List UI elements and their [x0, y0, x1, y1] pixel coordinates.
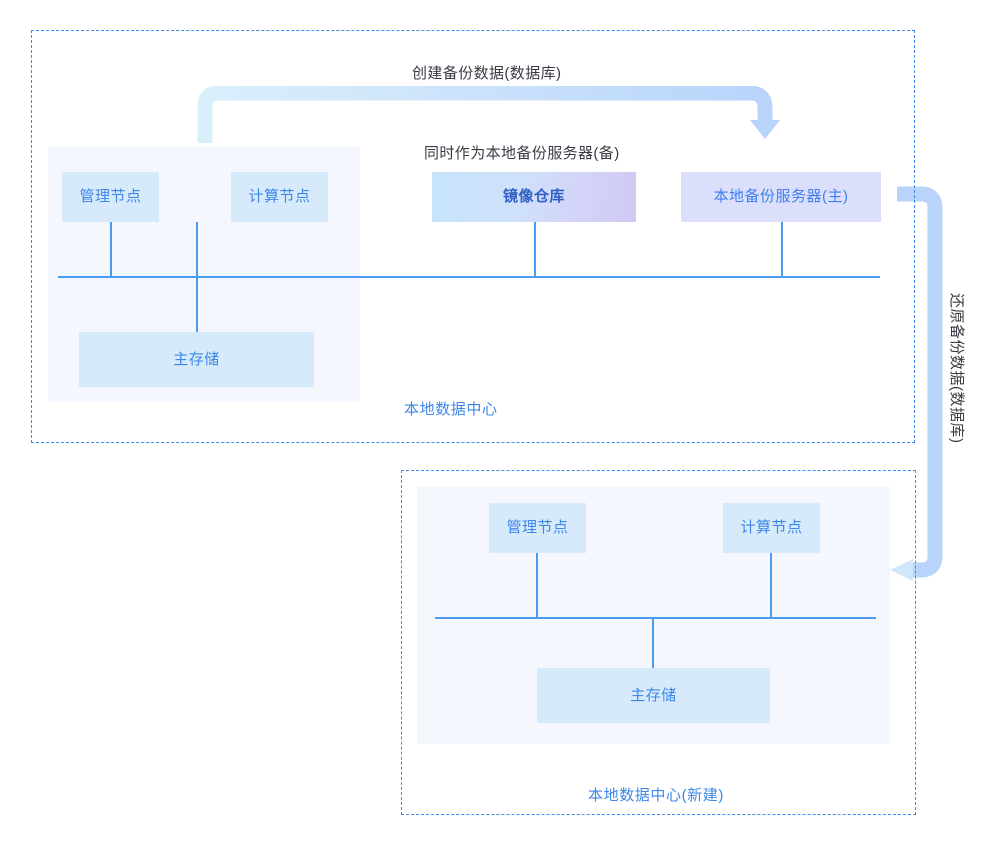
node-backup-server[interactable]: 本地备份服务器(主)	[681, 172, 881, 222]
drop-line-backup-server	[781, 222, 783, 277]
upper-bus-line	[58, 276, 880, 278]
node-primary-storage-new[interactable]: 主存储	[537, 668, 770, 723]
drop-line-mgmt-node	[110, 222, 112, 277]
node-label: 主存储	[173, 350, 220, 368]
node-label: 计算节点	[740, 519, 803, 536]
node-label: 本地备份服务器(主)	[713, 188, 849, 205]
zone-local-datacenter-new	[401, 470, 916, 815]
node-label: 镜像仓库	[502, 188, 565, 205]
restore-backup-label: 还原备份数据(数据库)	[947, 293, 968, 444]
zone-label-local-datacenter: 本地数据中心	[404, 398, 498, 419]
drop-line-mgmt-node-new	[536, 553, 538, 618]
zone-local-datacenter	[31, 30, 915, 443]
node-compute-node[interactable]: 计算节点	[231, 172, 328, 222]
secondary-backup-caption: 同时作为本地备份服务器(备)	[424, 142, 620, 163]
create-backup-caption: 创建备份数据(数据库)	[412, 62, 561, 83]
vertical-label-text: 还原备份数据(数据库)	[948, 293, 965, 444]
node-image-repo[interactable]: 镜像仓库	[432, 172, 636, 222]
node-label: 主存储	[630, 686, 677, 704]
caption-text: 创建备份数据(数据库)	[412, 65, 562, 82]
node-label: 管理节点	[79, 188, 142, 205]
caption-text: 同时作为本地备份服务器(备)	[424, 145, 620, 162]
zone-label-text: 本地数据中心(新建)	[588, 787, 724, 804]
zone-label-local-datacenter-new: 本地数据中心(新建)	[588, 784, 724, 805]
drop-line-compute-node-new	[770, 553, 772, 618]
drop-line-compute-node	[196, 222, 198, 332]
node-label: 计算节点	[248, 188, 311, 205]
node-primary-storage[interactable]: 主存储	[79, 332, 314, 387]
node-mgmt-node[interactable]: 管理节点	[62, 172, 159, 222]
node-mgmt-node-new[interactable]: 管理节点	[489, 503, 586, 553]
node-label: 管理节点	[506, 519, 569, 536]
drop-line-primary-storage-new	[652, 617, 654, 668]
zone-label-text: 本地数据中心	[404, 401, 498, 418]
node-compute-node-new[interactable]: 计算节点	[723, 503, 820, 553]
lower-bus-line	[435, 617, 876, 619]
drop-line-image-repo	[534, 222, 536, 277]
